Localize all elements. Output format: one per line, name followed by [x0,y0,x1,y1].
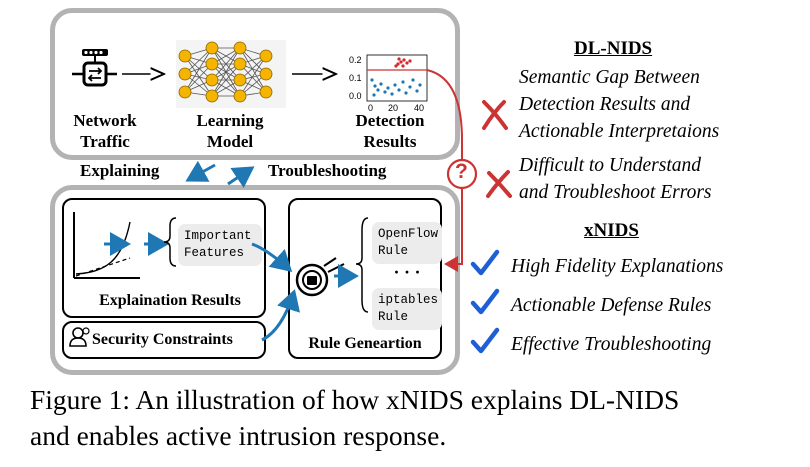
plot-ytick: 0.1 [349,73,362,83]
plot-xtick: 40 [414,103,425,113]
plot-xtick: 20 [388,103,399,113]
red-connector [444,188,463,272]
benefit-2: Actionable Defense Rules [511,295,712,316]
flow-arrow [261,289,301,342]
cross-icon [486,170,512,198]
dl-nids-panel [50,8,460,160]
curve-plot-icon [73,212,169,279]
plot-xtick: 0 [368,103,374,113]
problem-2-line-1: Difficult to Understand [519,155,701,176]
plot-ytick: 0.0 [349,91,362,101]
check-icon [470,249,500,276]
rule-ellipsis: · · · [393,262,421,282]
benefit-3: Effective Troubleshooting [511,334,712,355]
question-mark: ? [455,160,468,183]
cross-icon [482,100,508,130]
scatter-plot-icon [366,54,428,102]
check-icon [470,327,500,354]
security-constraints-label: Security Constraints [92,331,233,348]
network-switch-icon [72,49,117,87]
problem-2-line-2: and Troubleshoot Errors [519,182,712,203]
neural-network-icon [176,40,286,108]
flow-arrow [251,242,293,273]
user-shield-icon [69,327,90,347]
troubleshooting-arrow [227,166,255,188]
plot-ytick: 0.2 [349,55,362,65]
explaining-label: Explaining [80,161,160,180]
dl-nids-heading: DL-NIDS [574,38,653,59]
benefit-1: High Fidelity Explanations [511,256,724,277]
problem-1-line-2: Detection Results and [519,94,691,115]
red-connector [426,69,463,160]
brace [355,217,369,313]
problem-1-line-3: Actionable Interpretaions [519,121,720,142]
explaining-arrow [185,160,216,182]
brace [163,217,177,267]
problem-1-line-1: Semantic Gap Between [519,67,700,88]
shield-gear-icon [295,257,345,297]
check-icon [470,288,500,315]
explanation-results-label: Explaination Results [99,292,241,309]
figure-caption: Figure 1: An illustration of how xNIDS e… [30,384,680,451]
xnids-heading: xNIDS [584,220,639,241]
troubleshooting-label: Troubleshooting [268,161,387,180]
rule-generation-label: Rule Geneartion [308,335,422,352]
